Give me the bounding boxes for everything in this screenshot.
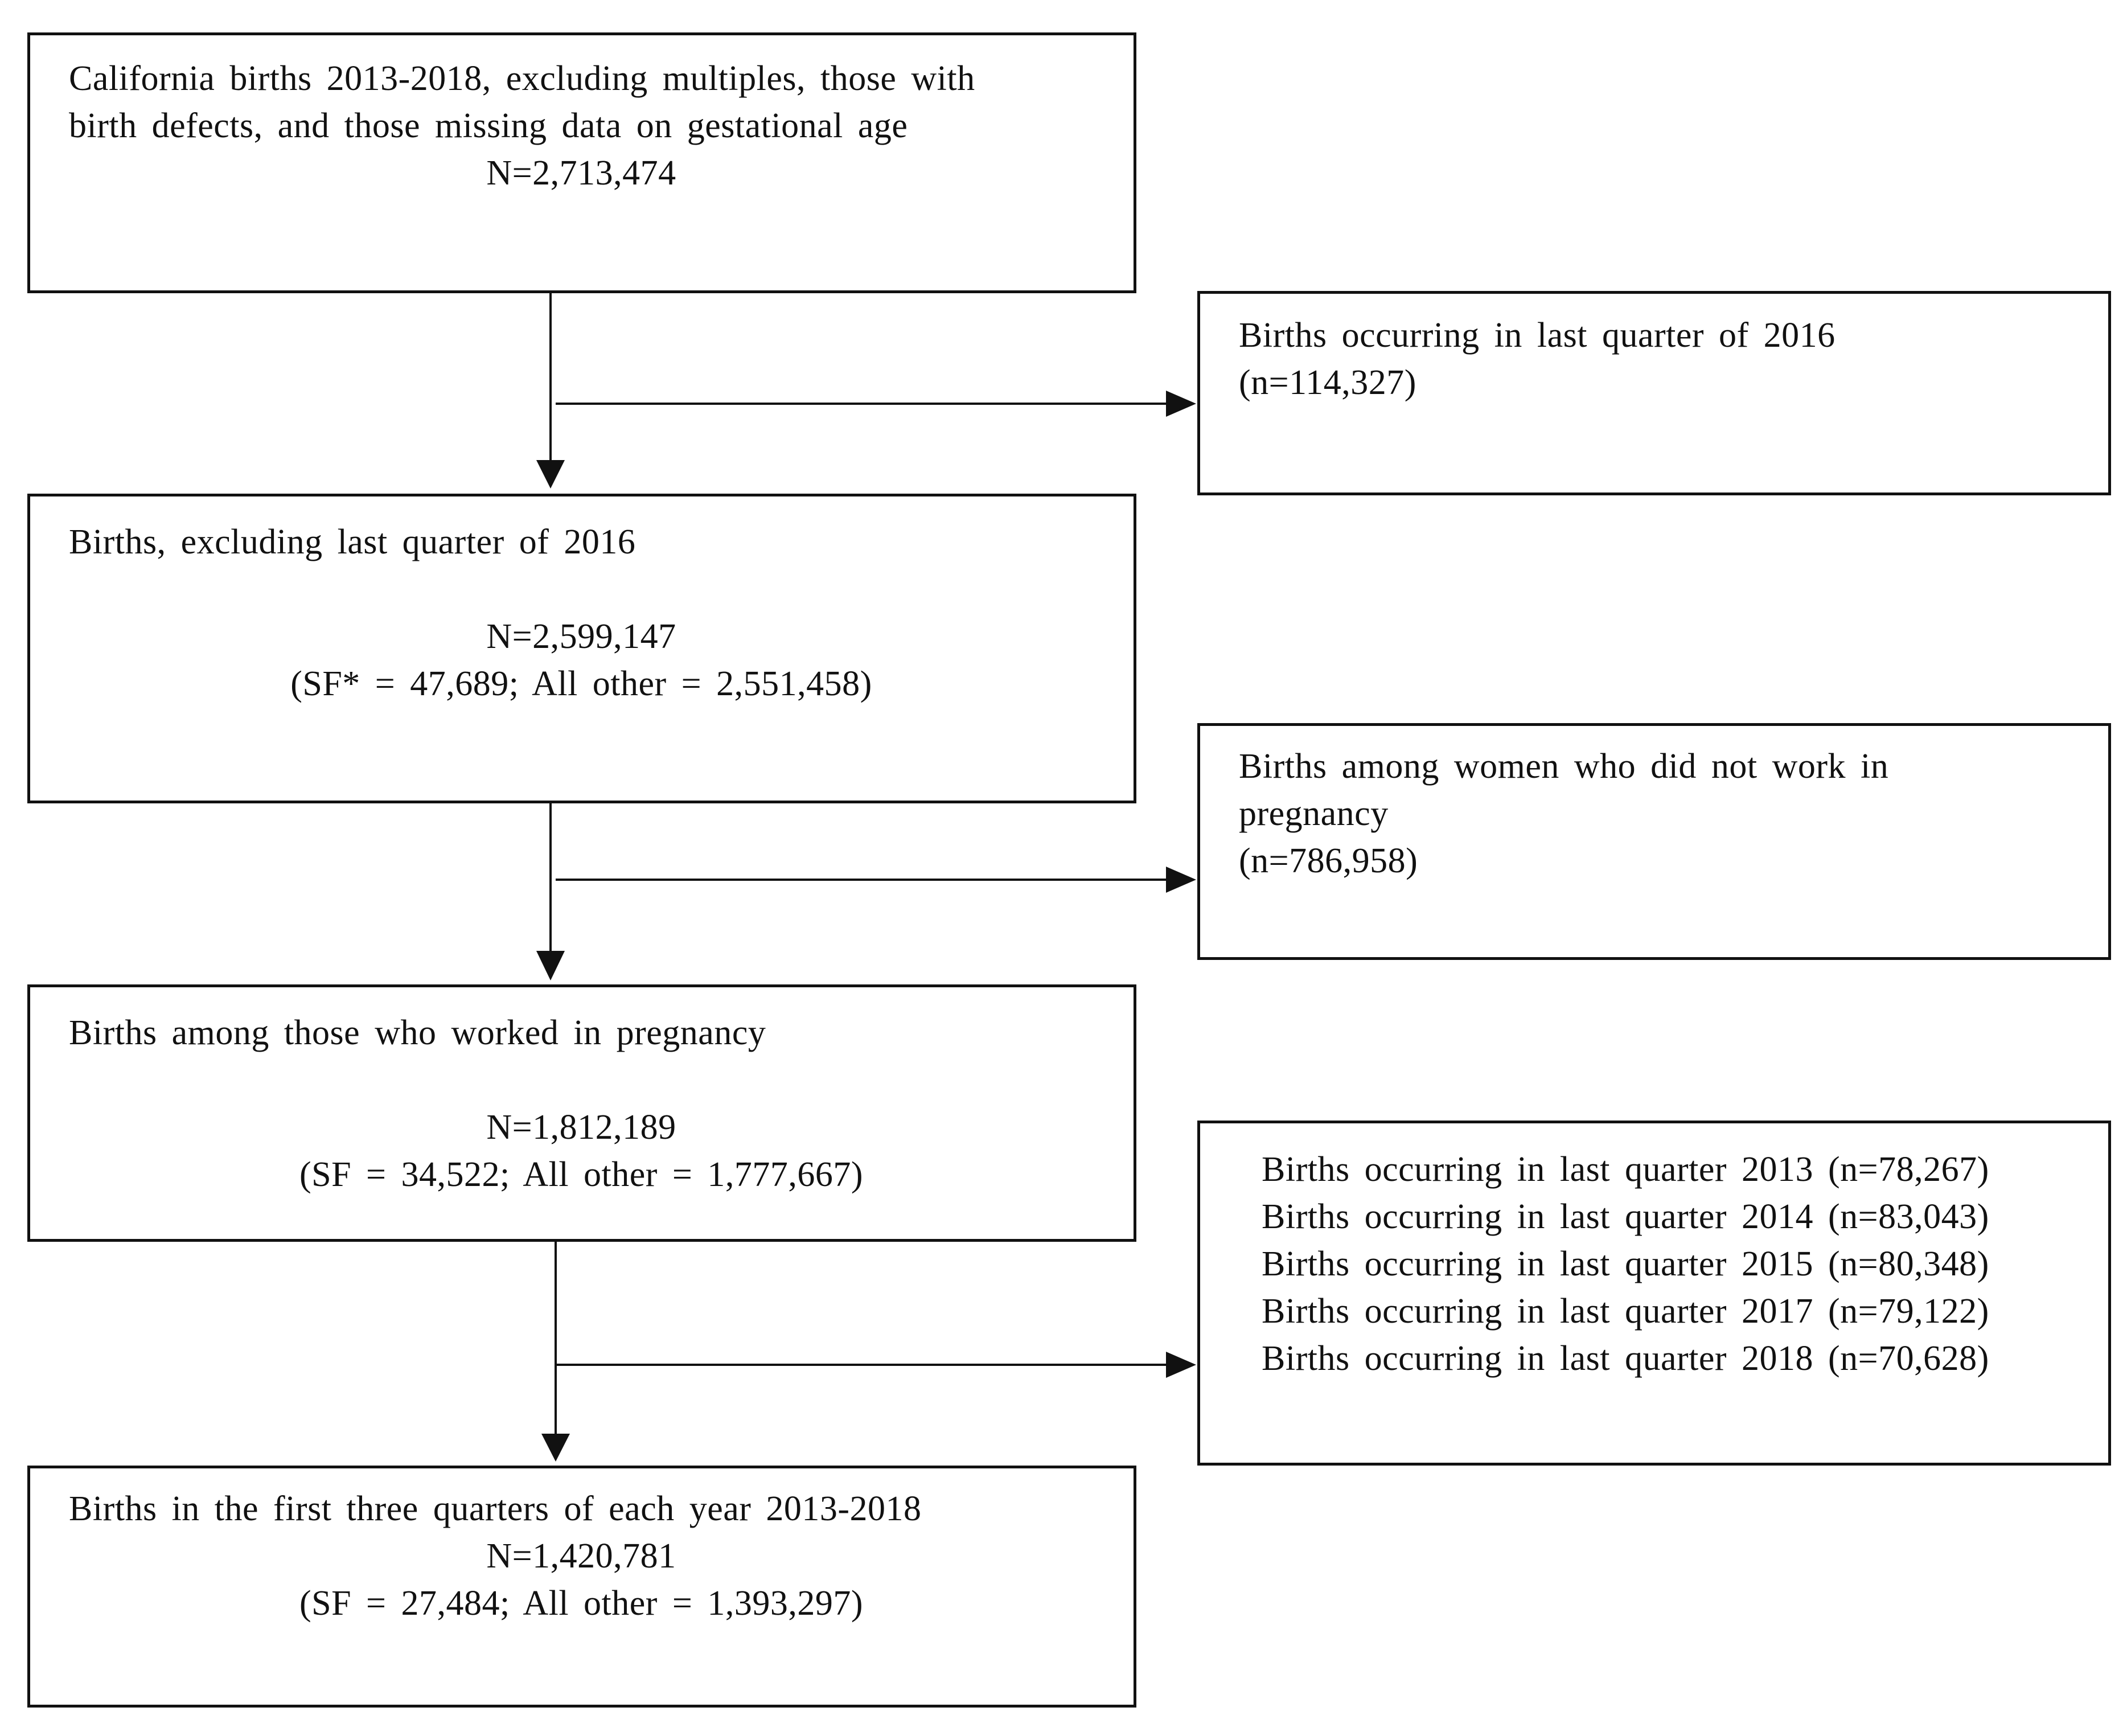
- box-all-births-line1: California births 2013-2018, excluding m…: [69, 59, 975, 98]
- exclusion-box-q4-2016-count: (n=114,327): [1239, 363, 1416, 402]
- exclusion-box-did-not-work-line1: Births among women who did not work in: [1239, 747, 1889, 786]
- arrowhead-down-box2: [536, 460, 565, 489]
- exclusion-line-2018: Births occurring in last quarter 2018 (n…: [1262, 1339, 1989, 1378]
- exclusion-box-q4-2016: Births occurring in last quarter of 2016…: [1197, 291, 2111, 495]
- arrowhead-right-ex2: [1166, 867, 1196, 893]
- exclusion-line-2015: Births occurring in last quarter 2015 (n…: [1262, 1245, 1989, 1283]
- box-first-three-quarters: Births in the first three quarters of ea…: [27, 1466, 1136, 1708]
- exclusion-box-did-not-work-line2: pregnancy: [1239, 794, 1389, 833]
- box-excluding-q4-2016-title: Births, excluding last quarter of 2016: [69, 523, 636, 561]
- exclusion-box-did-not-work-count: (n=786,958): [1239, 842, 1418, 880]
- exclusion-line-2017: Births occurring in last quarter 2017 (n…: [1262, 1292, 1989, 1331]
- arrowhead-down-box3: [536, 951, 565, 980]
- box-excluding-q4-2016-count: N=2,599,147: [486, 617, 676, 656]
- box-all-births-count: N=2,713,474: [486, 154, 676, 192]
- arrowhead-right-ex3: [1166, 1352, 1196, 1378]
- box-first-three-quarters-count: N=1,420,781: [486, 1537, 676, 1575]
- box-worked-in-pregnancy-count: N=1,812,189: [486, 1108, 676, 1147]
- box-excluding-q4-2016-breakdown: (SF* = 47,689; All other = 2,551,458): [290, 664, 872, 703]
- exclusion-box-last-quarters: Births occurring in last quarter 2013 (n…: [1197, 1121, 2111, 1466]
- exclusion-line-2013: Births occurring in last quarter 2013 (n…: [1262, 1150, 1989, 1189]
- arrowhead-down-box4: [541, 1434, 570, 1462]
- box-first-three-quarters-title: Births in the first three quarters of ea…: [69, 1489, 922, 1528]
- exclusion-box-q4-2016-label: Births occurring in last quarter of 2016: [1239, 316, 1836, 355]
- exclusion-box-did-not-work: Births among women who did not work in p…: [1197, 723, 2111, 960]
- box-excluding-q4-2016: Births, excluding last quarter of 2016 N…: [27, 494, 1136, 803]
- box-worked-in-pregnancy-title: Births among those who worked in pregnan…: [69, 1013, 766, 1052]
- box-worked-in-pregnancy: Births among those who worked in pregnan…: [27, 984, 1136, 1242]
- box-first-three-quarters-breakdown: (SF = 27,484; All other = 1,393,297): [299, 1584, 864, 1623]
- box-all-births: California births 2013-2018, excluding m…: [27, 32, 1136, 293]
- exclusion-line-2014: Births occurring in last quarter 2014 (n…: [1262, 1197, 1989, 1236]
- box-all-births-line2: birth defects, and those missing data on…: [69, 106, 908, 145]
- arrowhead-right-ex1: [1166, 391, 1196, 417]
- box-worked-in-pregnancy-breakdown: (SF = 34,522; All other = 1,777,667): [299, 1155, 864, 1194]
